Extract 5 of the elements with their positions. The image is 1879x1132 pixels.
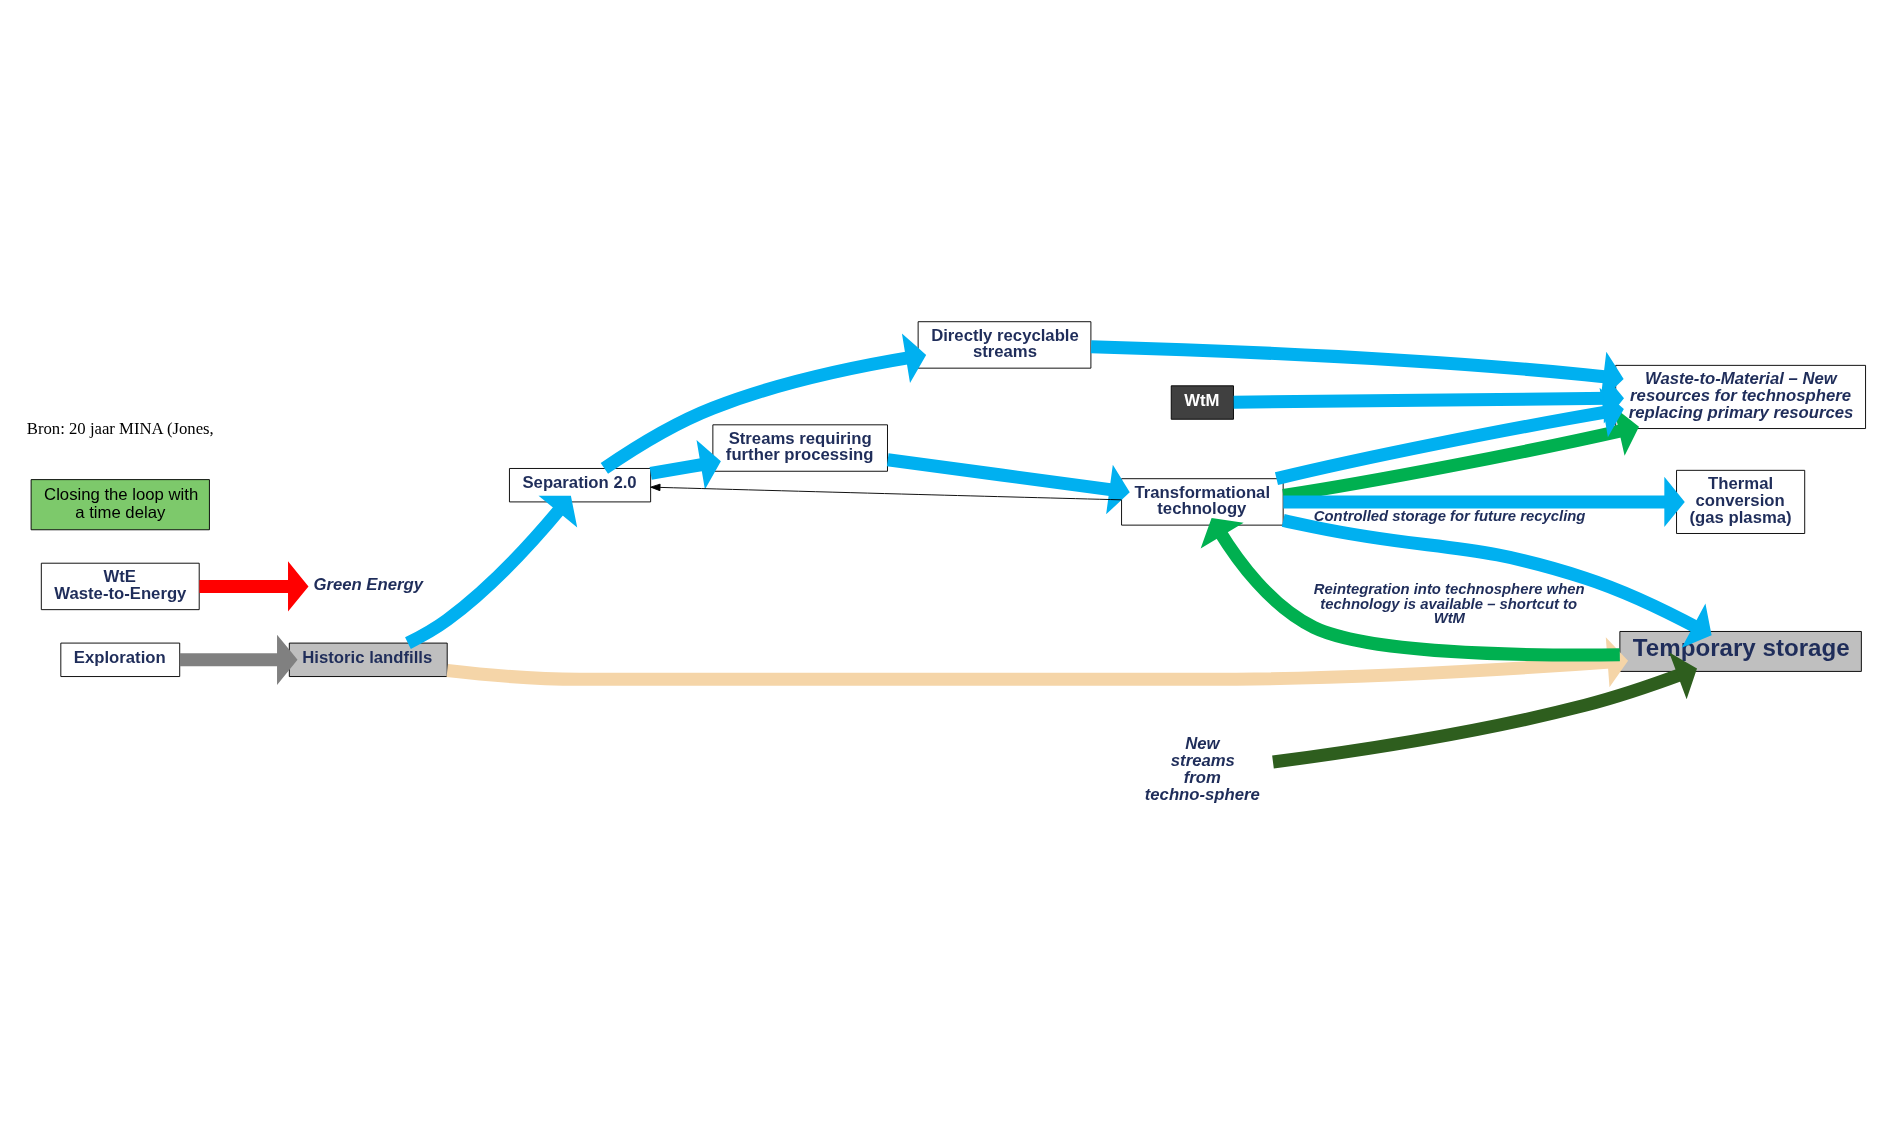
edge-label: Controlled storage for future recycling xyxy=(1313,508,1586,525)
edge-label: Reintegration into technosphere when technology is available – shortcut to WtM xyxy=(1313,580,1585,627)
label: Bron: 20 jaar MINA (Jones, xyxy=(26,418,214,438)
node-text: Green Energy xyxy=(313,574,424,594)
node-text: New streams from techno-sphere xyxy=(1144,734,1260,804)
